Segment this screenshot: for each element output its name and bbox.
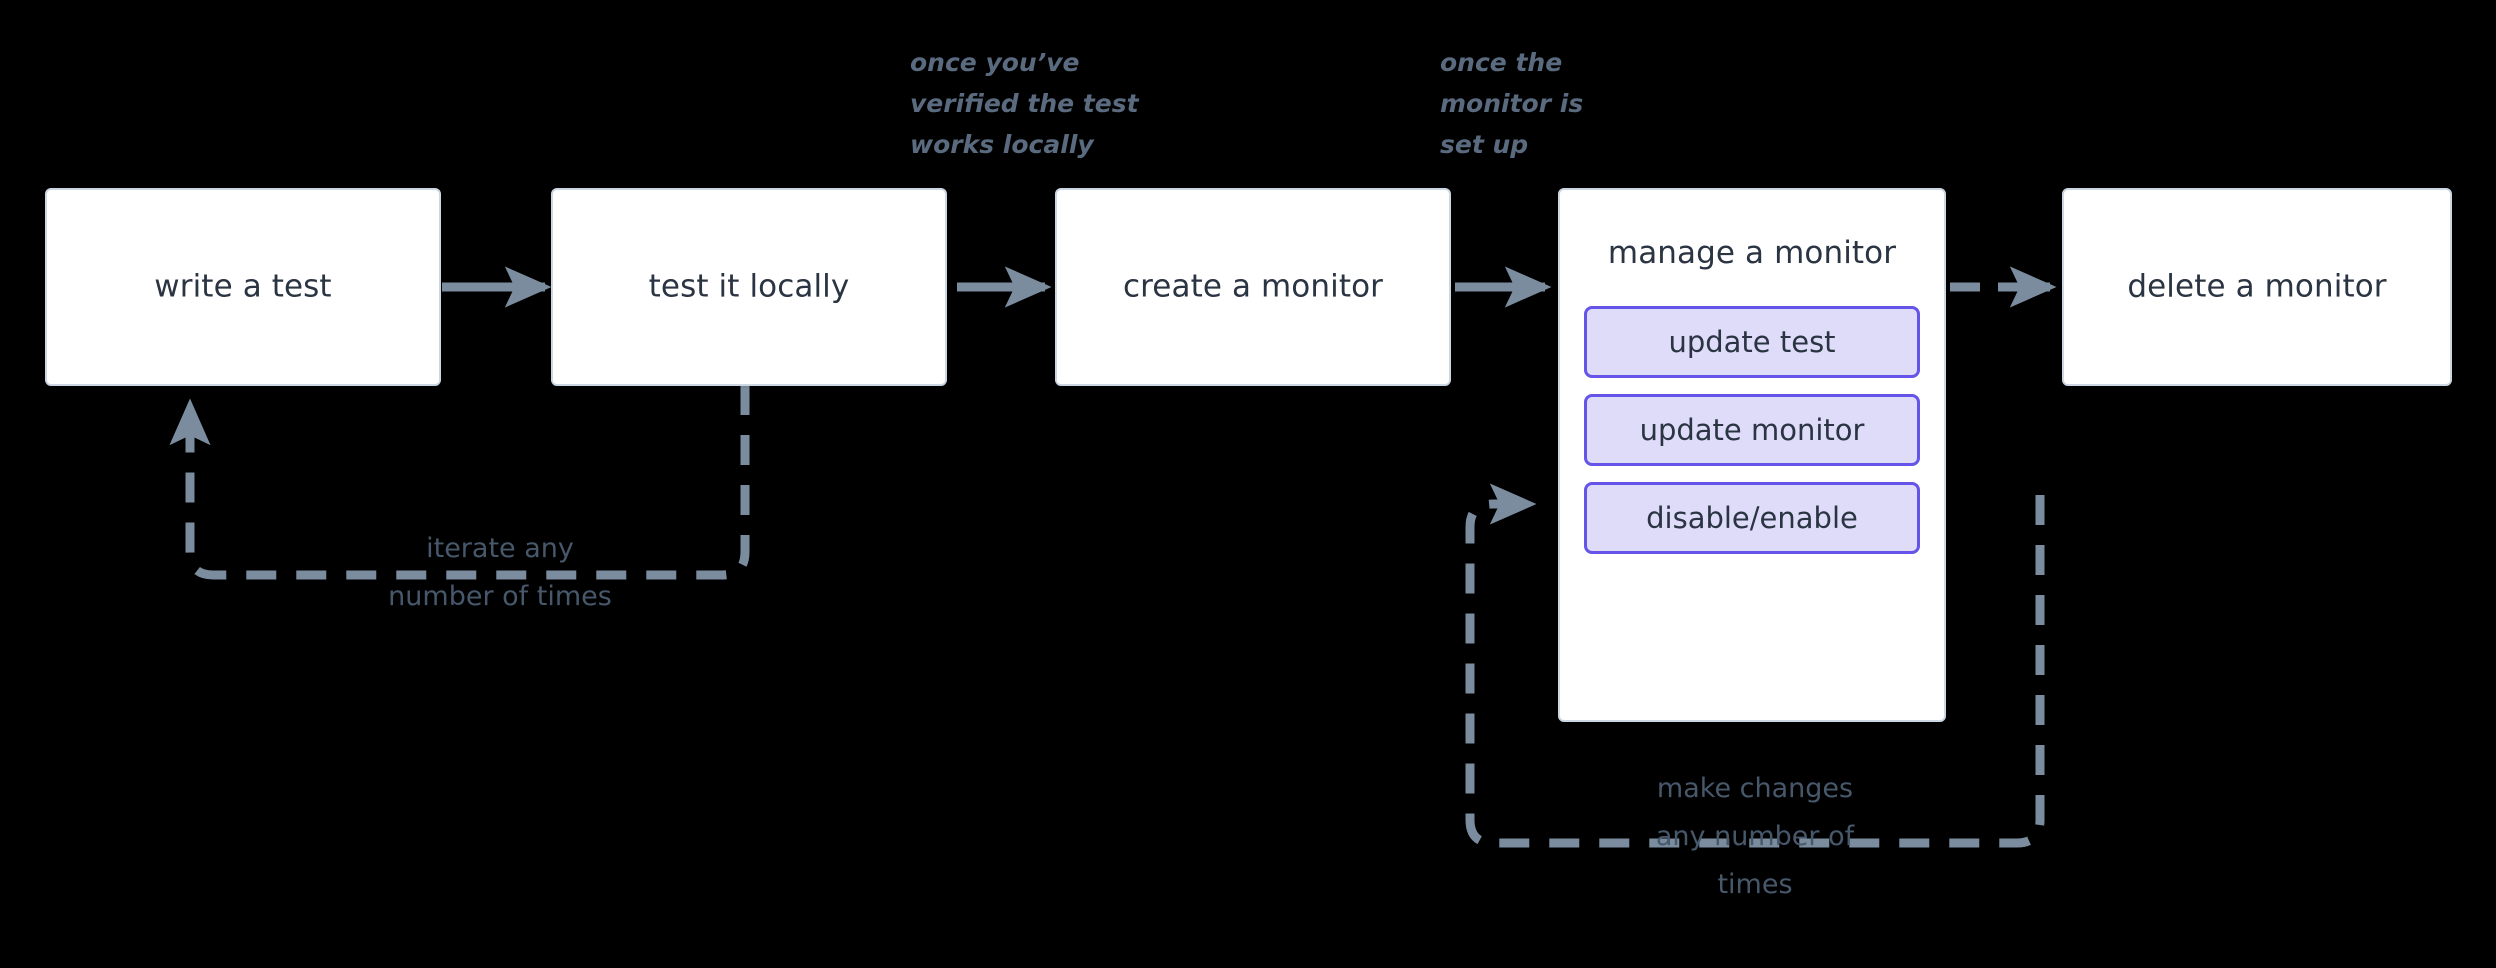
node-manage-a-monitor-label: manage a monitor (1607, 235, 1897, 271)
annotation-verified: once you’ve verified the test works loca… (910, 48, 1139, 159)
loop-label-make-changes: make changes any number of times (1655, 773, 1855, 900)
node-manage-a-monitor[interactable]: manage a monitor update test update moni… (1558, 188, 1946, 722)
sub-node-update-test-label: update test (1668, 325, 1836, 359)
sub-node-update-test[interactable]: update test (1584, 306, 1920, 378)
node-create-a-monitor-label: create a monitor (1123, 268, 1383, 305)
node-test-it-locally-label: test it locally (648, 268, 850, 305)
annotation-setup: once the monitor is set up (1440, 48, 1584, 159)
node-delete-a-monitor-label: delete a monitor (2127, 268, 2387, 305)
node-create-a-monitor[interactable]: create a monitor (1055, 188, 1451, 386)
node-write-a-test-label: write a test (154, 268, 332, 305)
sub-node-disable-enable-label: disable/enable (1646, 501, 1858, 535)
node-write-a-test[interactable]: write a test (45, 188, 441, 386)
manage-a-monitor-actions: update test update monitor disable/enabl… (1584, 306, 1920, 554)
loop-label-iterate: iterate any number of times (388, 533, 612, 612)
sub-node-update-monitor[interactable]: update monitor (1584, 394, 1920, 466)
node-test-it-locally[interactable]: test it locally (551, 188, 947, 386)
node-delete-a-monitor[interactable]: delete a monitor (2062, 188, 2452, 386)
sub-node-disable-enable[interactable]: disable/enable (1584, 482, 1920, 554)
sub-node-update-monitor-label: update monitor (1639, 413, 1865, 447)
